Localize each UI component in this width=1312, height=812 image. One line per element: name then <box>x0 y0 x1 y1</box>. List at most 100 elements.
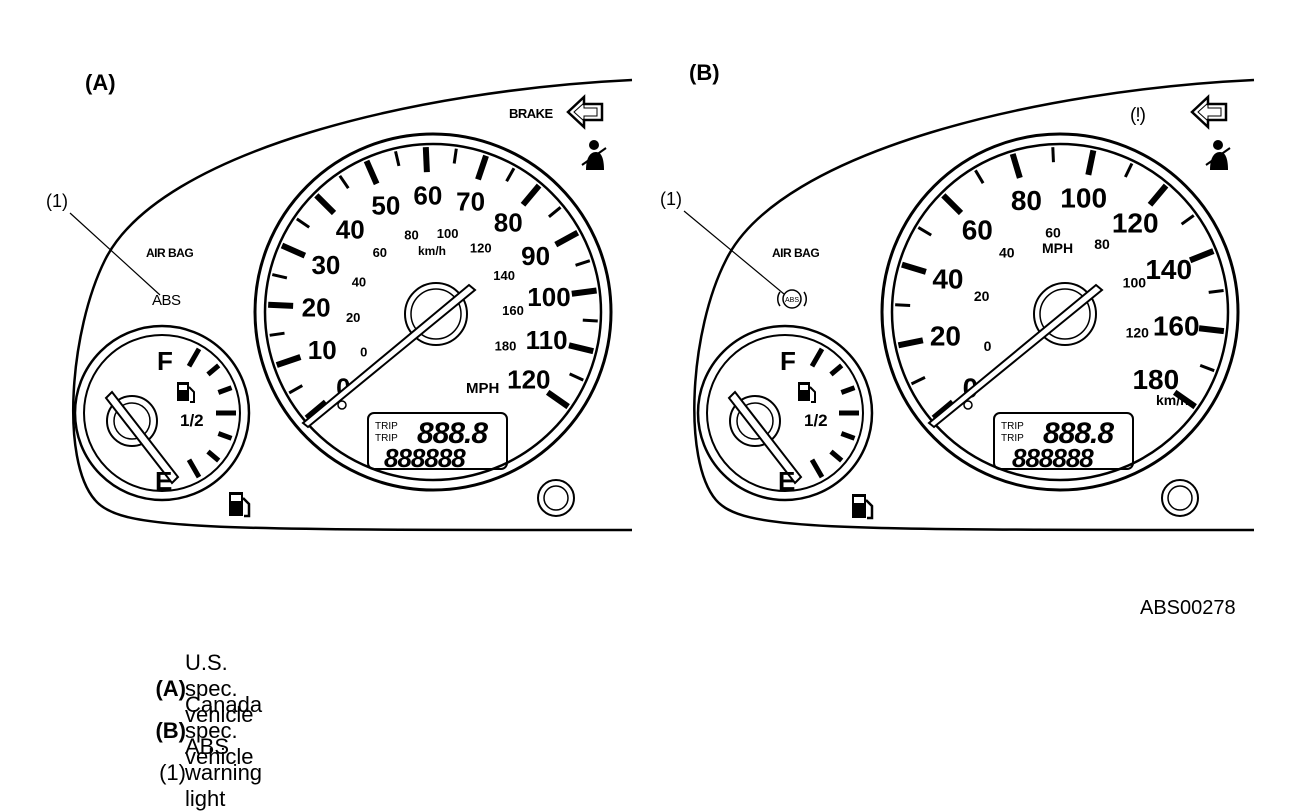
gauge-tick <box>1172 389 1197 410</box>
legend-text: Canada spec. vehicle <box>185 692 263 769</box>
gauge-number: 80 <box>1011 185 1042 216</box>
gauge-number: 180 <box>495 338 517 353</box>
gauge-tick <box>1180 214 1195 226</box>
fuel-tick <box>217 431 233 441</box>
gauge-tick <box>520 183 542 207</box>
gauge-number: 160 <box>502 303 524 318</box>
callout-leader-line <box>683 210 785 295</box>
gauge-number: 160 <box>1153 311 1200 342</box>
fuel-tick <box>206 449 221 463</box>
fuel-tick <box>829 449 844 463</box>
abs-warning-light: ABS <box>152 292 181 309</box>
gauge-tick <box>505 167 516 183</box>
gauge-tick <box>974 169 985 184</box>
gauge-tick <box>304 399 328 421</box>
gauge-tick <box>280 242 307 259</box>
primary-unit-label: MPH <box>466 380 499 397</box>
gauge-tick <box>1208 288 1224 294</box>
gauge-number: 60 <box>1045 224 1061 240</box>
legend-text: ABS warning light <box>185 734 263 811</box>
gauge-tick <box>910 376 926 386</box>
gauge-number: 50 <box>371 190 400 220</box>
fuel-tick <box>829 363 844 377</box>
gauge-number: 0 <box>984 338 992 354</box>
trip-odometer-display <box>993 412 1134 470</box>
gauge-number: 100 <box>1060 182 1107 213</box>
gauge-number: 120 <box>470 241 492 256</box>
gauge-tick <box>547 206 562 219</box>
brake-warning-label: BRAKE <box>509 106 554 121</box>
legend: (A) U.S. spec. vehicle (B) Canada spec. … <box>120 650 262 811</box>
fuel-tick <box>206 363 221 377</box>
gauge-tick <box>941 193 964 216</box>
gauge-tick <box>1189 248 1215 264</box>
gauge-tick <box>275 354 302 368</box>
fuel-tick <box>809 347 825 368</box>
legend-item: (A) U.S. spec. vehicle <box>120 650 253 727</box>
brake-warning-symbol: (!) <box>1130 105 1146 126</box>
fuel-empty-label: E <box>155 466 172 496</box>
gauge-number: 0 <box>360 345 367 360</box>
gauge-number: 110 <box>526 325 568 355</box>
gauge-tick <box>269 331 285 337</box>
cluster-outline <box>693 78 1255 532</box>
airbag-warning-label: AIR BAG <box>772 246 819 260</box>
gauge-tick <box>901 261 927 275</box>
panel-label: (B) <box>689 60 720 85</box>
gauge-tick <box>554 230 580 248</box>
secondary-unit-label: MPH <box>1042 240 1073 256</box>
fuel-full-label: F <box>157 346 173 376</box>
gauge-tick <box>338 174 350 190</box>
gauge-tick <box>1009 153 1023 179</box>
gauge-tick <box>545 389 570 410</box>
gauge-number: 20 <box>302 292 331 322</box>
gauge-tick <box>1124 162 1134 178</box>
gauge-number: 30 <box>311 250 340 280</box>
legend-text: U.S. spec. vehicle <box>185 650 254 727</box>
gauge-number: 40 <box>352 274 366 289</box>
gauge-number: 120 <box>1126 325 1150 341</box>
primary-unit-label: km/h <box>1156 392 1189 408</box>
panel-a-us-cluster: (A) (1) BRAKE AIR BAG ABS F 1/2 E <box>46 70 633 532</box>
gauge-number: 40 <box>336 215 365 245</box>
fuel-tick <box>809 458 825 479</box>
gauge-tick <box>422 147 430 173</box>
gauge-number: 80 <box>404 228 418 243</box>
callout-leader-line <box>69 212 161 296</box>
seatbelt-warning-icon <box>1205 140 1231 170</box>
gauge-number: 120 <box>507 364 550 394</box>
fuel-gauge: F 1/2 E <box>73 324 251 502</box>
odometer-value: 888888 <box>1012 443 1094 473</box>
gauge-number: 180 <box>1132 364 1179 395</box>
fuel-gauge: F 1/2 E <box>696 324 874 502</box>
gauge-tick <box>582 318 598 323</box>
cluster-outline <box>72 78 633 532</box>
gauge-number: 100 <box>1123 275 1147 291</box>
gauge-number: 70 <box>456 187 485 217</box>
gauge-number: 80 <box>494 208 523 238</box>
fuel-tick <box>840 385 856 395</box>
gauge-tick <box>575 259 591 267</box>
legend-item: (B) Canada spec. vehicle <box>120 692 262 769</box>
low-fuel-warning-icon <box>229 492 251 518</box>
gauge-tick <box>288 384 304 395</box>
gauge-tick <box>394 150 401 167</box>
legend-key: (1) <box>159 760 186 785</box>
figure-code: ABS00278 <box>1140 597 1236 619</box>
gauge-tick <box>571 287 597 297</box>
instrument-cluster-figure: (A) (1) BRAKE AIR BAG ABS F 1/2 E <box>46 60 1255 619</box>
turn-signal-arrow-icon <box>566 94 604 130</box>
panel-b-canada-cluster: (B) (1) (!) AIR BAG ABS F <box>660 60 1255 532</box>
gauge-tick <box>271 273 288 280</box>
fuel-tick <box>186 347 202 368</box>
gauge-tick <box>917 226 932 237</box>
trip-meter-value: 888.8 <box>417 417 488 450</box>
gauge-number: 40 <box>999 244 1015 260</box>
fuel-full-label: F <box>780 346 796 376</box>
fuel-half-label: 1/2 <box>180 411 204 430</box>
gauge-tick <box>1198 325 1225 335</box>
fuel-empty-label: E <box>778 466 795 496</box>
gauge-number: 60 <box>413 180 442 210</box>
